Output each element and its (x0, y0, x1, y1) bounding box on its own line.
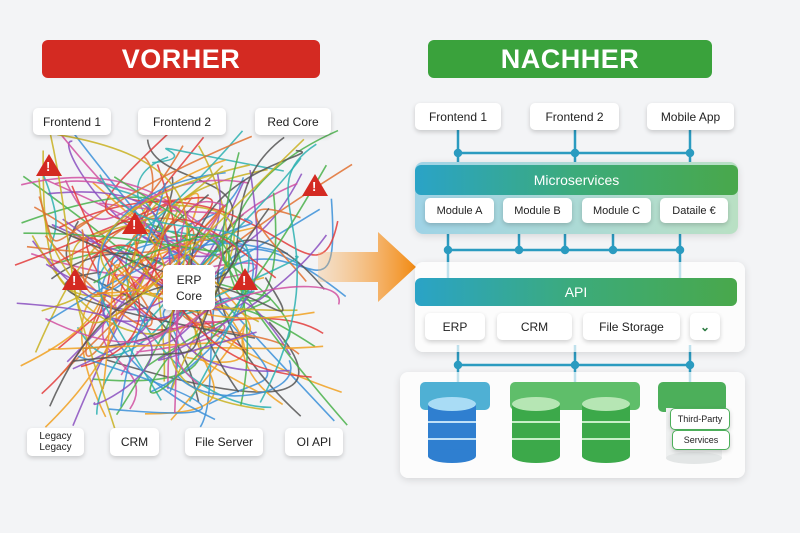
tangle-wire (73, 207, 270, 362)
warning-icon: ! (302, 174, 328, 196)
before-frontend-1: Frontend 1 (33, 108, 111, 135)
tangle-wire (77, 355, 203, 414)
module-c: Module C (582, 198, 651, 223)
module-dataile: Dataile € (660, 198, 728, 223)
tangle-wire (134, 159, 342, 394)
chevron-down-icon[interactable]: ⌄ (690, 313, 720, 340)
before-oi-api: OI API (285, 428, 343, 456)
tangle-wire (93, 152, 240, 284)
tangle-wire (80, 237, 141, 368)
tangle-wire (71, 130, 269, 405)
tangle-wire (255, 208, 307, 283)
tangle-wire (38, 135, 253, 242)
tangle-wire (135, 136, 249, 352)
api-panel: API ERP CRM File Storage ⌄ (415, 262, 745, 352)
erp-core-node: ERP Core (163, 265, 215, 310)
tangle-wire (149, 176, 210, 243)
erp-core-line1: ERP (176, 272, 202, 287)
before-legacy: Legacy Legacy (27, 428, 84, 456)
tangle-wire (97, 179, 176, 263)
arrow-right-icon (318, 232, 416, 302)
services-label: Services (672, 430, 730, 450)
microservices-panel: Microservices Module A Module B Module C… (415, 162, 738, 234)
tangle-wire (215, 238, 348, 426)
before-red-core: Red Core (255, 108, 331, 135)
after-mobile-app: Mobile App (647, 103, 734, 130)
legacy-line1: Legacy (39, 431, 72, 442)
module-b: Module B (503, 198, 572, 223)
tangle-wire (23, 176, 222, 252)
third-party-label: Third-Party (670, 408, 730, 430)
before-banner: VORHER (42, 40, 320, 78)
warning-icon: ! (36, 154, 62, 176)
tangle-wire (54, 180, 223, 286)
tangle-wire (176, 359, 292, 397)
warning-icon: ! (232, 268, 258, 290)
microservices-header: Microservices (415, 165, 738, 195)
storage-header-thirdparty (658, 382, 726, 412)
tangle-wire (178, 163, 353, 355)
warning-icon: ! (62, 268, 88, 290)
tangle-wire (49, 277, 284, 407)
tangle-wire (98, 130, 244, 401)
after-frontend-1: Frontend 1 (415, 103, 501, 130)
tangle-wire (102, 264, 315, 390)
database-icon-blue (428, 397, 476, 463)
warning-icon: ! (122, 212, 148, 234)
database-icon-green-2 (582, 397, 630, 463)
tangle-wire (119, 156, 228, 301)
tangle-wire (49, 134, 305, 324)
erp-core-line2: Core (175, 288, 202, 303)
after-frontend-2: Frontend 2 (530, 103, 619, 130)
database-icon-green (512, 397, 560, 463)
api-erp: ERP (425, 313, 485, 340)
tangle-wire (16, 302, 153, 406)
tangle-wire (42, 172, 57, 254)
tangle-wire (48, 253, 252, 351)
before-frontend-2: Frontend 2 (138, 108, 226, 135)
after-banner: NACHHER (428, 40, 712, 78)
before-file-server: File Server (185, 428, 263, 456)
data-layer-panel: Third-Party Services (400, 372, 745, 478)
api-crm: CRM (497, 313, 572, 340)
tangle-wire (97, 171, 226, 291)
api-header: API (415, 278, 737, 306)
tangle-wire (120, 217, 253, 407)
tangle-wire (47, 242, 255, 394)
tangle-wire (259, 143, 317, 403)
tangle-wire (170, 323, 284, 421)
before-crm: CRM (110, 428, 159, 456)
module-a: Module A (425, 198, 494, 223)
legacy-line2: Legacy (39, 442, 72, 453)
tangle-wire (152, 147, 284, 172)
tangle-wire (149, 164, 328, 394)
api-file-storage: File Storage (583, 313, 680, 340)
